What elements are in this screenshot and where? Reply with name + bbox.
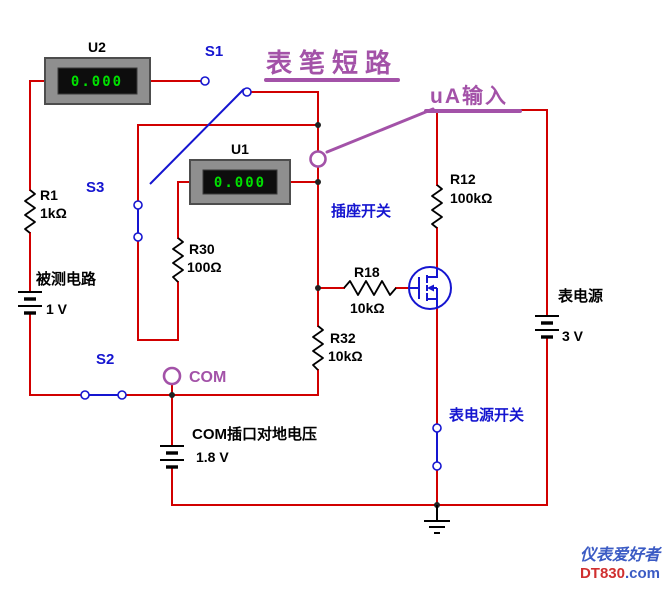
junction-dot bbox=[315, 122, 321, 128]
annotation-com: COM bbox=[162, 366, 226, 386]
switch-terminal bbox=[432, 461, 442, 471]
resistor-value: 10kΩ bbox=[350, 300, 385, 316]
resistor-r12[interactable]: R12 100kΩ bbox=[431, 171, 492, 229]
resistor-name: R18 bbox=[354, 264, 380, 280]
junction-dots bbox=[169, 122, 440, 508]
ua-input-jack[interactable] bbox=[309, 150, 327, 168]
resistor-name: R12 bbox=[450, 171, 476, 187]
annotation-probe-short: 表笔短路 bbox=[264, 48, 400, 82]
watermark-suffix: .com bbox=[625, 565, 660, 582]
battery-com-1v8[interactable]: COM插口对地电压 1.8 V bbox=[160, 425, 317, 469]
switch-terminal bbox=[242, 87, 252, 97]
resistor-zigzag bbox=[343, 280, 397, 296]
switch-s2[interactable]: S2 bbox=[80, 351, 127, 400]
resistor-zigzag bbox=[431, 184, 443, 229]
wire-u2-left bbox=[29, 80, 46, 191]
ground-symbol[interactable] bbox=[424, 505, 450, 534]
ua-input-callout-line bbox=[325, 107, 435, 154]
meter-display bbox=[202, 169, 278, 195]
switch-terminal bbox=[432, 423, 442, 433]
meter-name: U1 bbox=[231, 141, 249, 157]
battery-dut-1v[interactable]: 被测电路 1 V bbox=[18, 270, 97, 317]
switch-label: S3 bbox=[86, 179, 104, 196]
junction-dot bbox=[315, 285, 321, 291]
com-label: COM bbox=[189, 369, 226, 386]
resistor-value: 1kΩ bbox=[40, 205, 67, 221]
resistor-zigzag bbox=[172, 237, 184, 283]
switch-blade bbox=[149, 88, 245, 185]
resistor-name: R1 bbox=[40, 187, 58, 203]
probe-short-label: 表笔短路 bbox=[266, 48, 398, 78]
resistor-r32[interactable]: R32 10kΩ bbox=[312, 325, 363, 371]
com-jack[interactable] bbox=[162, 366, 182, 386]
mosfet[interactable] bbox=[408, 266, 452, 310]
switch-terminal bbox=[80, 390, 90, 400]
mosfet-source-lead bbox=[427, 298, 438, 308]
mosfet-drain-lead bbox=[427, 268, 438, 278]
wires bbox=[29, 80, 548, 506]
switch-terminal bbox=[200, 76, 210, 86]
meter-reading: 0.000 bbox=[214, 175, 266, 191]
dut-label: 被测电路 bbox=[36, 270, 97, 288]
watermark: 仪表爱好者 DT830.com bbox=[580, 546, 663, 582]
resistor-name: R30 bbox=[189, 241, 215, 257]
switch-label: S2 bbox=[96, 351, 114, 368]
junction-dot bbox=[315, 179, 321, 185]
com-voltage-value: 1.8 V bbox=[196, 449, 229, 465]
resistor-r30[interactable]: R30 100Ω bbox=[172, 237, 222, 283]
dut-value: 1 V bbox=[46, 301, 68, 317]
socket-switch-label: 插座开关 bbox=[331, 202, 391, 220]
resistor-zigzag bbox=[24, 189, 36, 234]
annotation-ua-input: uA输入 bbox=[325, 84, 522, 154]
meter-name: U2 bbox=[88, 39, 106, 55]
watermark-name: 仪表爱好者 bbox=[580, 546, 663, 564]
junction-dot bbox=[169, 392, 175, 398]
switch-s1[interactable]: S1 bbox=[149, 43, 252, 185]
supply-value: 3 V bbox=[562, 328, 584, 344]
switch-label: 表电源开关 bbox=[449, 406, 524, 424]
watermark-brand: DT830 bbox=[580, 565, 625, 582]
mosfet-arrow bbox=[427, 284, 434, 292]
resistor-name: R32 bbox=[330, 330, 356, 346]
meter-u1[interactable]: U1 0.000 bbox=[189, 141, 291, 205]
ua-input-label: uA输入 bbox=[430, 84, 508, 108]
switch-s3[interactable]: S3 bbox=[86, 179, 143, 242]
resistor-r1[interactable]: R1 1kΩ bbox=[24, 187, 67, 234]
com-voltage-label: COM插口对地电压 bbox=[192, 425, 317, 443]
resistor-r18[interactable]: R18 10kΩ bbox=[343, 264, 397, 316]
resistor-value: 10kΩ bbox=[328, 348, 363, 364]
switch-terminal bbox=[133, 232, 143, 242]
switch-label: S1 bbox=[205, 43, 223, 60]
meter-display bbox=[57, 67, 138, 95]
switch-power[interactable]: 表电源开关 bbox=[432, 406, 524, 471]
resistor-zigzag bbox=[312, 325, 324, 371]
switch-terminal bbox=[133, 200, 143, 210]
switch-terminal bbox=[117, 390, 127, 400]
battery-supply-3v[interactable]: 表电源 3 V bbox=[535, 287, 603, 344]
meter-u2[interactable]: U2 0.000 bbox=[44, 39, 151, 105]
meter-reading: 0.000 bbox=[71, 74, 123, 90]
watermark-site: DT830.com bbox=[580, 565, 660, 582]
supply-label: 表电源 bbox=[558, 287, 603, 305]
resistor-value: 100Ω bbox=[187, 259, 222, 275]
resistor-value: 100kΩ bbox=[450, 190, 492, 206]
